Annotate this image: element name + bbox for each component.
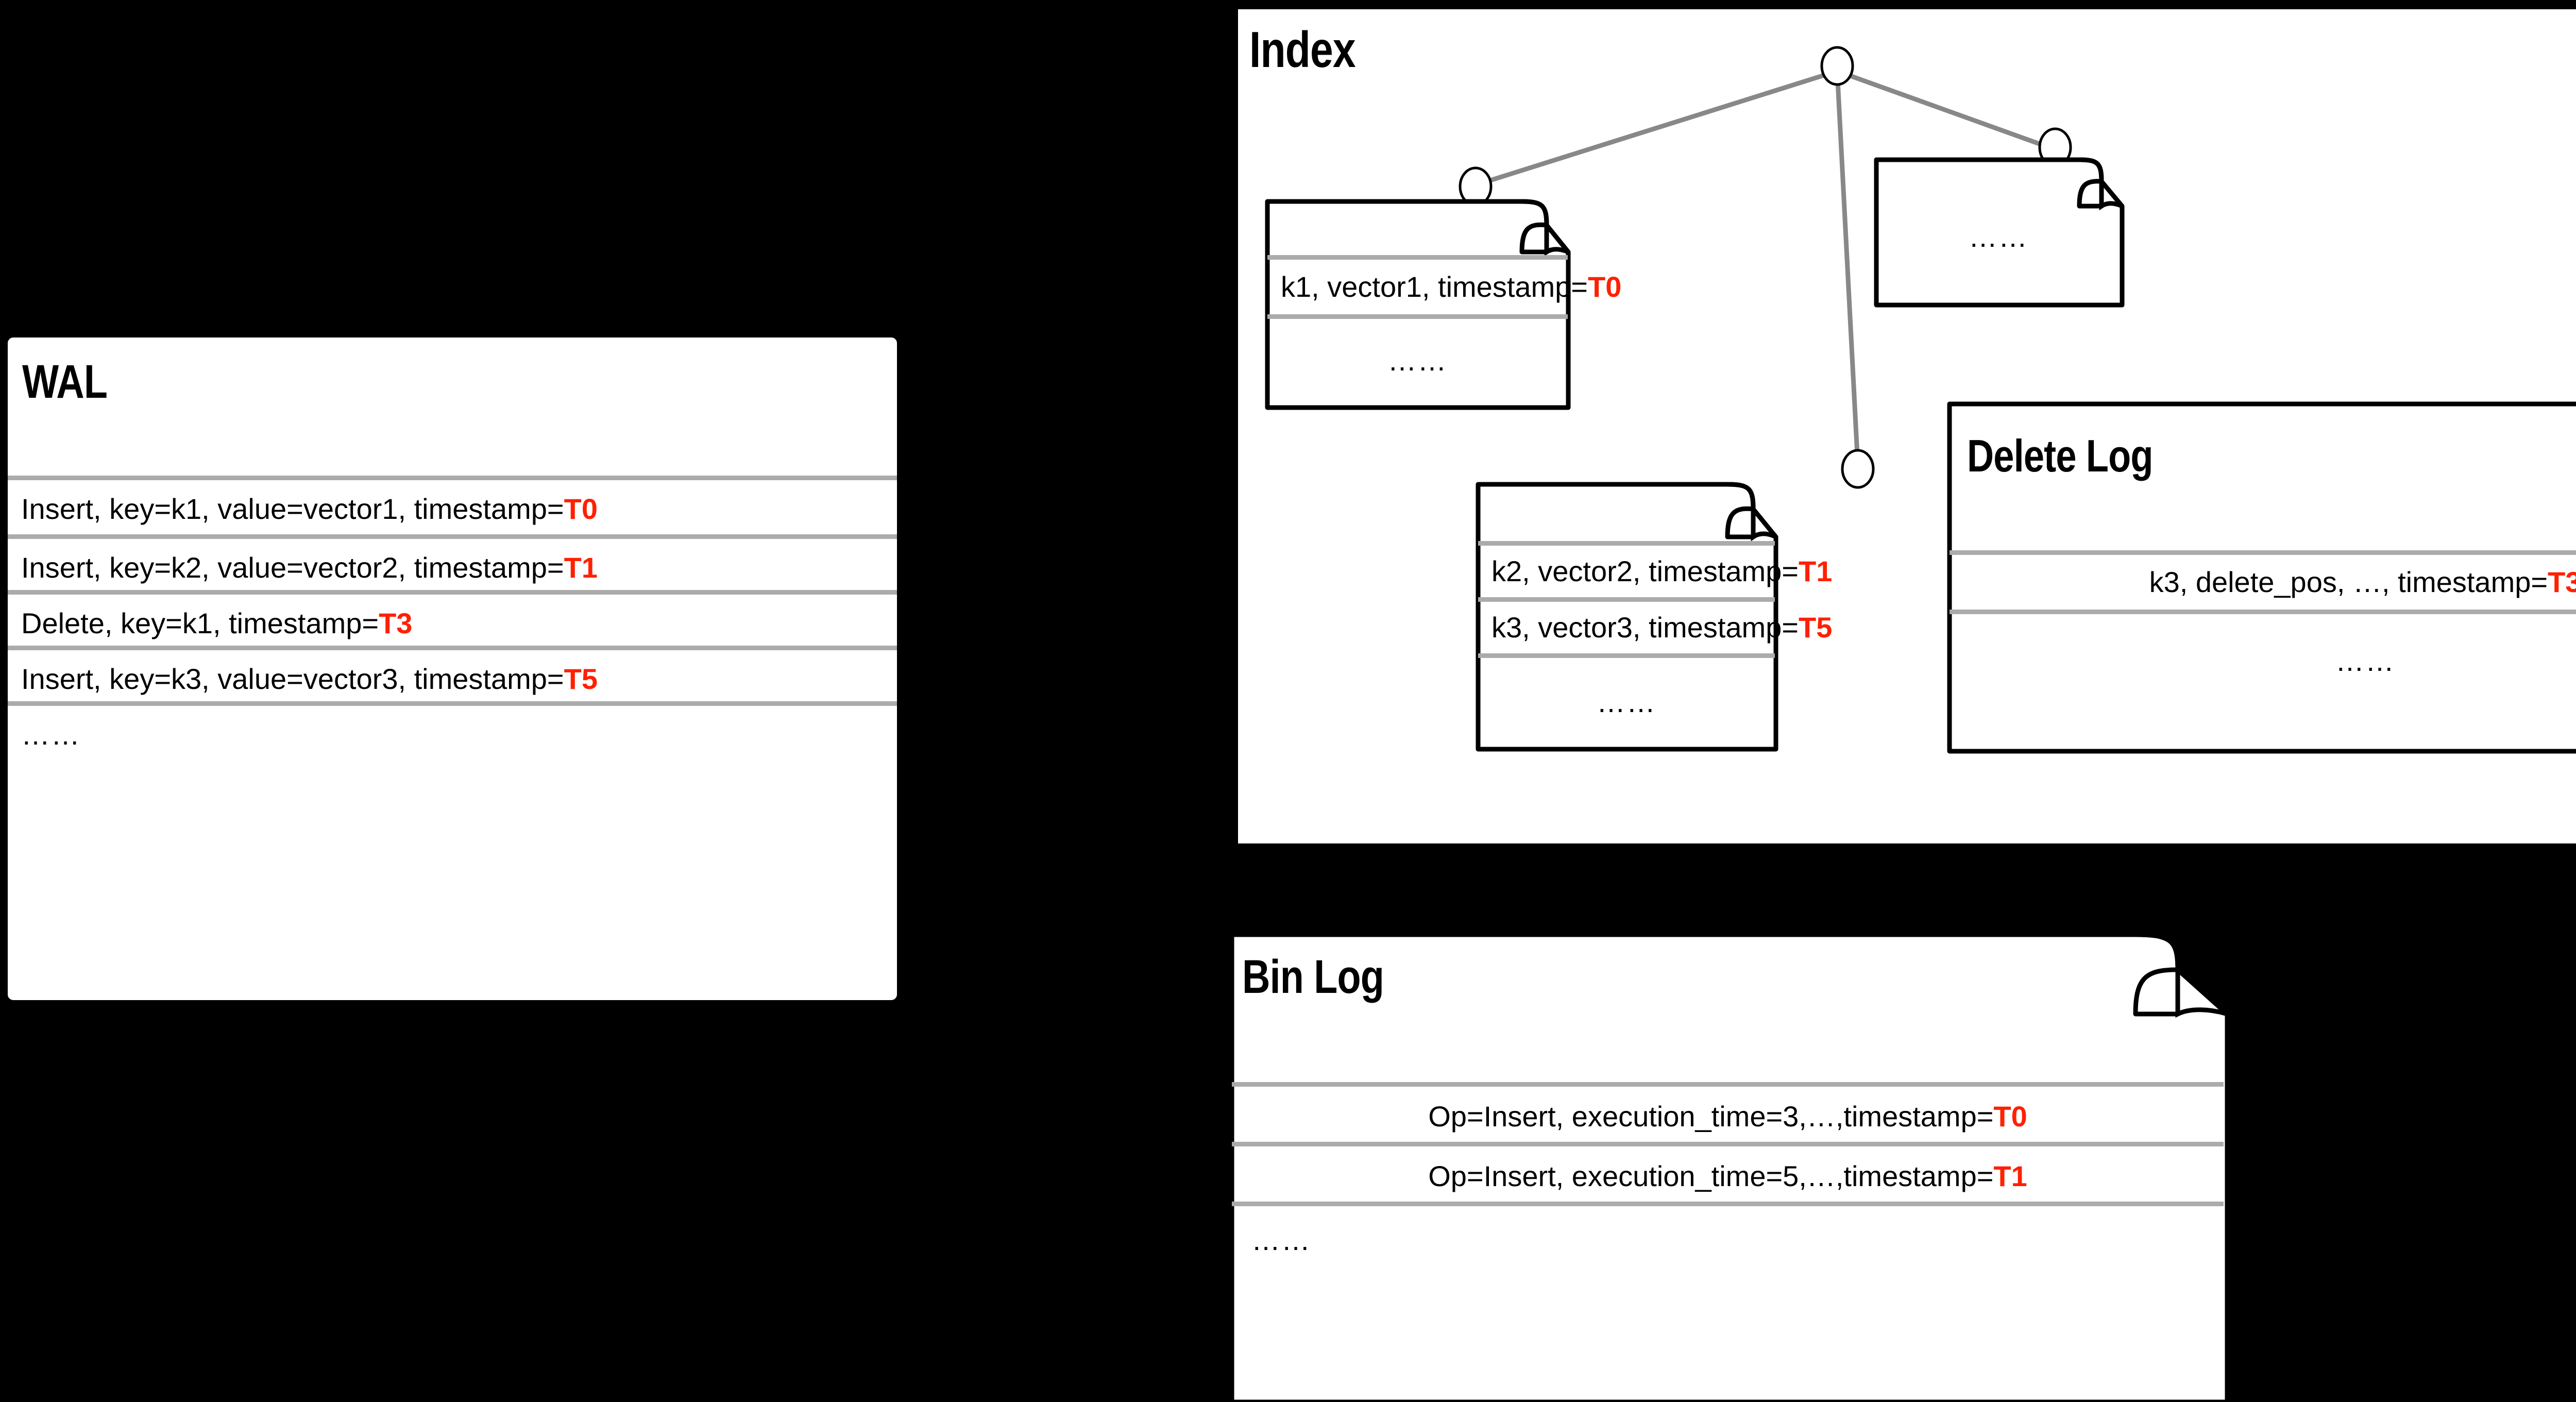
index-leaf-left-document: k1, vector1, timestamp=T0 …… (1264, 198, 1621, 410)
index-leaf-right-document: …… (1873, 157, 2125, 308)
wal-row: Insert, key=k2, value=vector2, timestamp… (8, 539, 897, 596)
index-tree (1459, 46, 2072, 489)
wal-panel: WAL Insert, key=k1, value=vector1, times… (4, 334, 901, 1004)
document-outline (1229, 932, 2230, 1402)
index-leaf-middle-document: k2, vector2, timestamp=T1 k3, vector3, t… (1475, 481, 1832, 752)
tree-edge-root-middle (1835, 71, 1860, 465)
wal-entry-label: Insert, key=k2, value=vector2, timestamp… (21, 551, 564, 584)
wal-divider-2 (8, 590, 897, 595)
wal-row: Delete, key=k1, timestamp=T3 (8, 595, 897, 651)
wal-entry-timestamp: T1 (564, 551, 598, 584)
tree-node-root (1820, 46, 1854, 86)
document-outline (1947, 401, 2576, 754)
wal-entry-label: Insert, key=k1, value=vector1, timestamp… (21, 492, 564, 525)
wal-divider-0 (8, 476, 897, 480)
wal-row: …… (8, 706, 897, 763)
tree-edge-root-right (1836, 69, 2053, 151)
document-fold (2135, 932, 2228, 1018)
document-fold (1727, 482, 1777, 542)
wal-entry-label: Delete, key=k1, timestamp= (21, 606, 379, 639)
document-outline (1476, 482, 1778, 752)
document-fold (2079, 157, 2123, 211)
wal-divider-1 (8, 534, 897, 539)
tree-edge-root-left (1475, 69, 1838, 188)
wal-entry-timestamp: T5 (564, 662, 598, 695)
leaf-entry-timestamp: T5 (1799, 611, 1833, 644)
document-outline (1874, 157, 2125, 308)
wal-entry-timestamp: T3 (379, 606, 413, 639)
delete-log-document: Delete Log k3, delete_pos, …, timestamp=… (1946, 401, 2576, 754)
wal-row: Insert, key=k3, value=vector3, timestamp… (8, 650, 897, 707)
document-outline (1265, 199, 1571, 410)
wal-entry-timestamp: T0 (564, 492, 598, 525)
wal-row: Insert, key=k1, value=vector1, timestamp… (8, 480, 897, 537)
wal-divider-3 (8, 646, 897, 650)
bin-log-document: Bin Log Op=Insert, execution_time=3,…,ti… (1229, 932, 2231, 1402)
document-fold (1521, 199, 1569, 257)
leaf-entry-timestamp: T1 (1799, 554, 1833, 587)
index-panel: Index k1, vecto (1234, 5, 2576, 848)
tree-node-middle (1841, 449, 1875, 489)
wal-divider-4 (8, 701, 897, 706)
wal-entry-label: …… (21, 718, 81, 751)
wal-title: WAL (22, 356, 108, 408)
index-title: Index (1249, 21, 1356, 78)
wal-entry-label: Insert, key=k3, value=vector3, timestamp… (21, 662, 564, 695)
